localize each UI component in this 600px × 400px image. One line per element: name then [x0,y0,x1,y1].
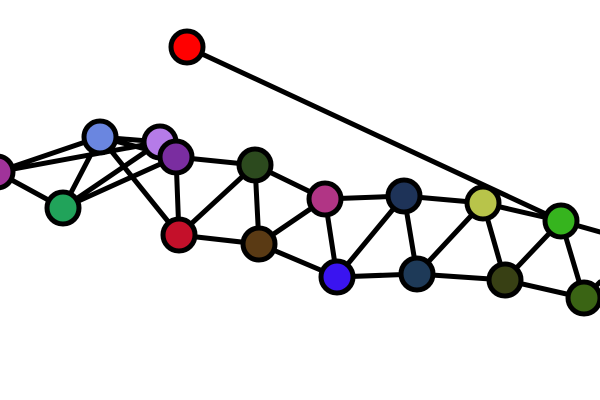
node-purple [157,138,195,176]
node-crimson [160,216,198,254]
node-royal [318,258,356,296]
edge-green-purple [60,154,179,211]
node-green [44,189,82,227]
node-lime [542,202,580,240]
node-left-magenta [0,153,16,191]
node-darkgreen [236,146,274,184]
edge-blue-crimson [97,134,182,238]
edge-layer [0,44,600,301]
node-layer [0,28,600,317]
node-red-top [168,28,206,66]
node-khaki [464,184,502,222]
node-slate [398,255,436,293]
edge-green-lavender [60,139,163,211]
node-navy [385,177,423,215]
node-olive [486,261,524,299]
node-moss [565,279,600,317]
node-blue [81,118,119,156]
node-pink [306,180,344,218]
node-brown [240,225,278,263]
edge-red-top-lime [184,44,564,224]
